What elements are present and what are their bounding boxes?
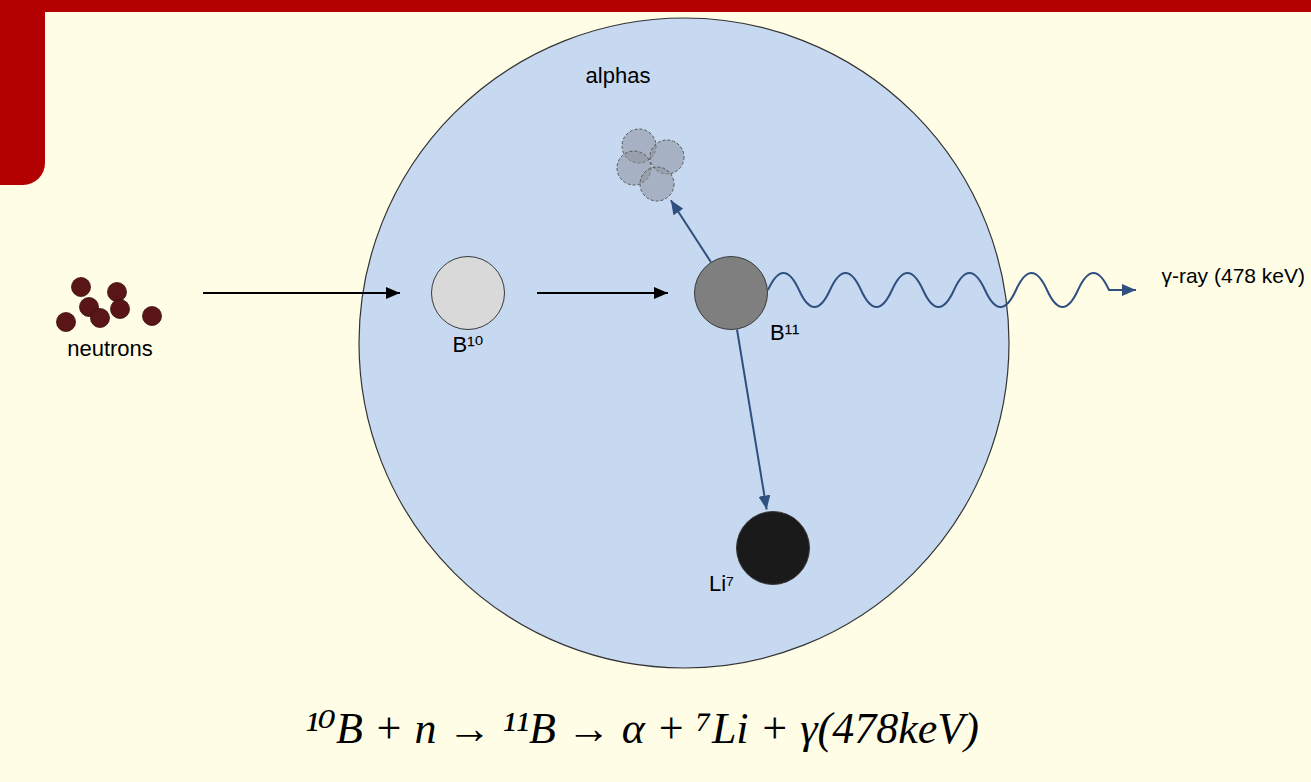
header-bar bbox=[0, 0, 1311, 12]
boron11-nucleus-shape bbox=[694, 256, 768, 330]
alpha-cluster: alphas bbox=[608, 126, 688, 204]
reaction-arrow bbox=[737, 330, 767, 510]
reaction-arrow bbox=[203, 292, 400, 294]
boron11-nucleus: B¹¹ bbox=[694, 256, 768, 330]
node-label: B¹⁰ bbox=[453, 332, 484, 357]
node-label: neutrons bbox=[67, 336, 153, 361]
alpha-cluster-shape bbox=[608, 126, 688, 204]
node-label: B¹¹ bbox=[770, 320, 799, 345]
neutron-cluster: neutrons bbox=[54, 276, 166, 334]
neutron-cluster-shape bbox=[54, 276, 166, 334]
reaction-equation: ¹⁰B + n → ¹¹B → α + ⁷Li + γ(478keV) bbox=[0, 704, 1284, 755]
gamma-label: γ-ray (478 keV) bbox=[1161, 264, 1305, 288]
boron10-nucleus: B¹⁰ bbox=[431, 256, 505, 330]
node-label: alphas bbox=[586, 63, 651, 88]
lithium7-nucleus-shape bbox=[736, 511, 810, 585]
reaction-arrow bbox=[671, 200, 711, 262]
side-tab bbox=[0, 0, 45, 185]
boron10-nucleus-shape bbox=[431, 256, 505, 330]
node-label: Li⁷ bbox=[709, 571, 734, 596]
reaction-arrow bbox=[537, 292, 668, 294]
lithium7-nucleus: Li⁷ bbox=[736, 511, 810, 585]
